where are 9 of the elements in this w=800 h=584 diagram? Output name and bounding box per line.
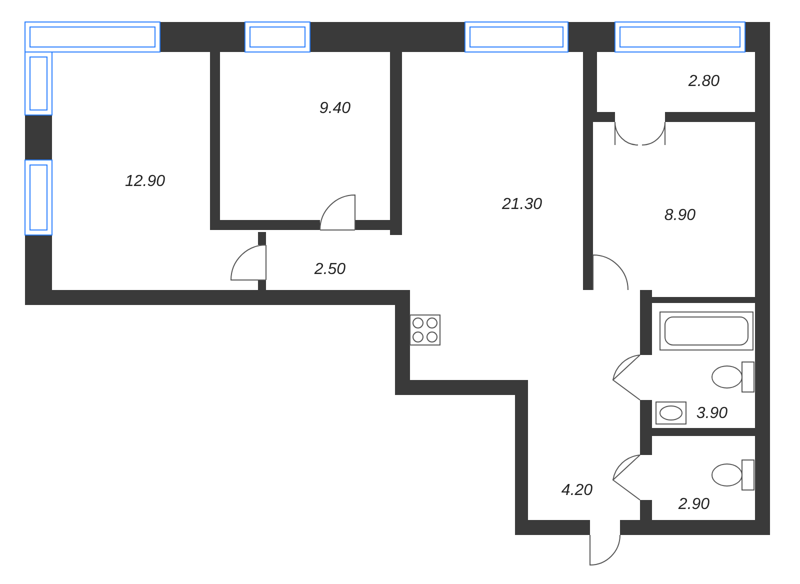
room-area: 3.90: [696, 402, 728, 426]
room-area: 21.30: [502, 193, 542, 217]
room-area: 9.40: [319, 97, 351, 121]
room-area: 12.90: [124, 170, 166, 194]
room-area: 8.90: [664, 204, 696, 228]
room-area: 2.80: [688, 70, 720, 94]
room-area: 2.50: [314, 258, 346, 282]
room-area: 2.90: [678, 493, 710, 517]
room-area: 4.20: [561, 479, 593, 503]
